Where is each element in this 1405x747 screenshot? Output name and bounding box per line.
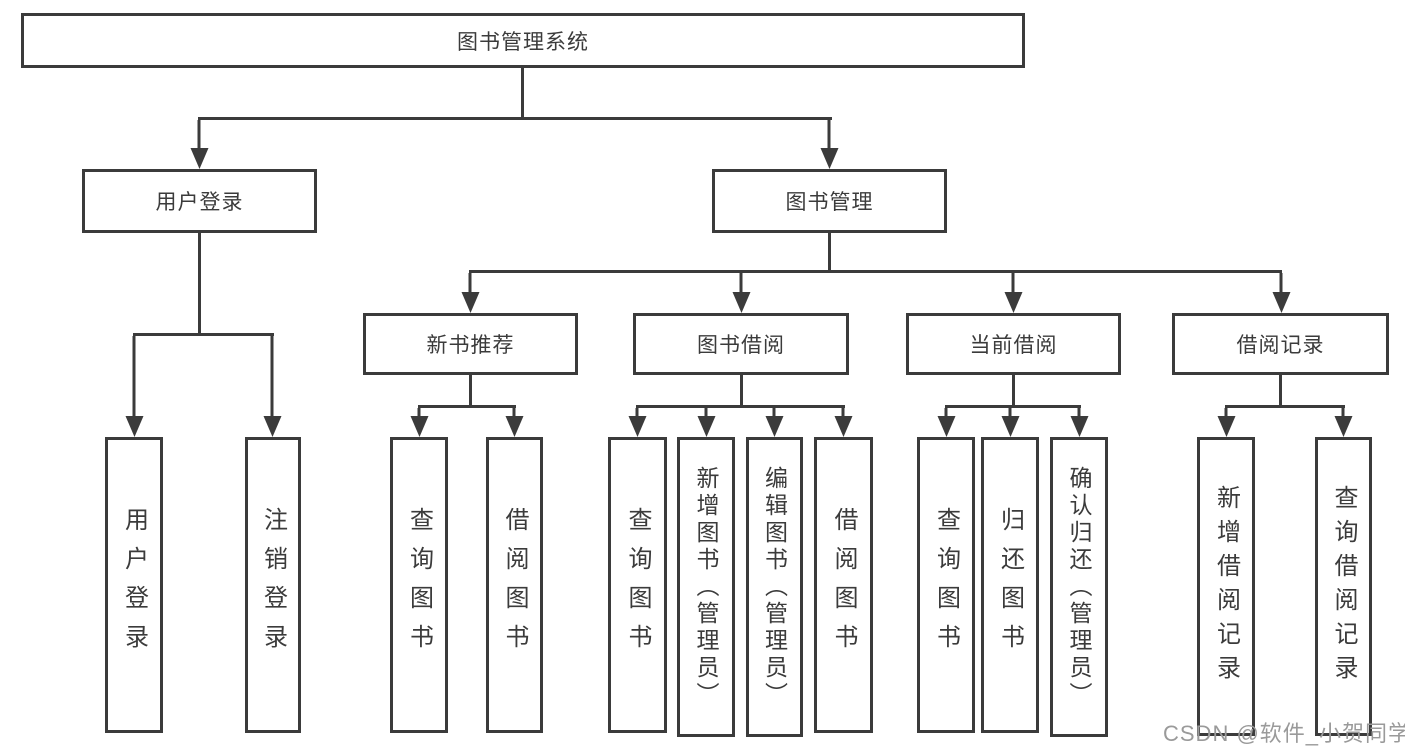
leaf-add-borrow-record: 新增借阅记录 (1197, 437, 1255, 736)
connector-root-rail (198, 117, 832, 120)
arrow-records-query (1341, 408, 1345, 416)
connector-records-stem (1279, 375, 1282, 408)
watermark: CSDN @软件_小贺同学 (1163, 721, 1405, 746)
arrow-to-user-login (197, 120, 201, 148)
connector-book-borrow-rail (636, 405, 845, 408)
connector-new-book-rail (418, 405, 516, 408)
connector-book-borrow-stem (740, 375, 743, 408)
leaf-borrow-books-new: 借阅图书 (486, 437, 543, 733)
leaf-query-borrow-record: 查询借阅记录 (1315, 437, 1372, 736)
arrow-newbook-query (417, 408, 421, 416)
connector-current-borrow-stem (1012, 375, 1015, 408)
connector-book-mgmt-stem (828, 233, 831, 273)
connector-records-rail (1225, 405, 1345, 408)
node-borrow-records: 借阅记录 (1172, 313, 1389, 375)
node-new-book-recommend: 新书推荐 (363, 313, 578, 375)
connector-new-book-stem (469, 375, 472, 408)
leaf-edit-book-admin: 编辑图书（管理员） (746, 437, 803, 737)
leaf-confirm-return-admin: 确认归还（管理员） (1050, 437, 1108, 737)
node-current-borrow: 当前借阅 (906, 313, 1121, 375)
arrow-newbook-borrow (512, 408, 516, 416)
arrow-current-query (944, 408, 948, 416)
node-root: 图书管理系统 (21, 13, 1025, 68)
arrow-current-confirm (1077, 408, 1081, 416)
arrow-to-book-borrow (739, 273, 743, 292)
leaf-borrow-books-borrow: 借阅图书 (814, 437, 873, 733)
arrow-to-new-book-recommend (468, 273, 472, 292)
arrow-borrow-query (635, 408, 639, 416)
arrow-borrow-borrow (841, 408, 845, 416)
node-book-management: 图书管理 (712, 169, 947, 233)
connector-user-login-rail (133, 333, 274, 336)
arrow-to-book-management (827, 120, 831, 148)
leaf-logout: 注销登录 (245, 437, 301, 733)
arrow-records-add (1224, 408, 1228, 416)
leaf-query-books-current: 查询图书 (917, 437, 975, 733)
connector-current-borrow-rail (945, 405, 1081, 408)
arrow-to-current-borrow (1011, 273, 1015, 292)
arrow-to-leaf-logout (270, 336, 274, 416)
leaf-return-book: 归还图书 (981, 437, 1039, 733)
node-user-login: 用户登录 (82, 169, 317, 233)
arrow-current-return (1008, 408, 1012, 416)
arrow-borrow-add (704, 408, 708, 416)
leaf-add-book-admin: 新增图书（管理员） (677, 437, 735, 737)
arrow-to-leaf-user-login (132, 336, 136, 416)
leaf-query-books-borrow: 查询图书 (608, 437, 667, 733)
arrow-to-borrow-records (1279, 273, 1283, 292)
arrow-borrow-edit (772, 408, 776, 416)
node-book-borrow: 图书借阅 (633, 313, 849, 375)
leaf-query-books-new: 查询图书 (390, 437, 448, 733)
connector-root-stem (521, 68, 524, 120)
connector-user-login-stem (198, 233, 201, 335)
leaf-user-login: 用户登录 (105, 437, 163, 733)
connector-book-mgmt-rail (469, 270, 1282, 273)
